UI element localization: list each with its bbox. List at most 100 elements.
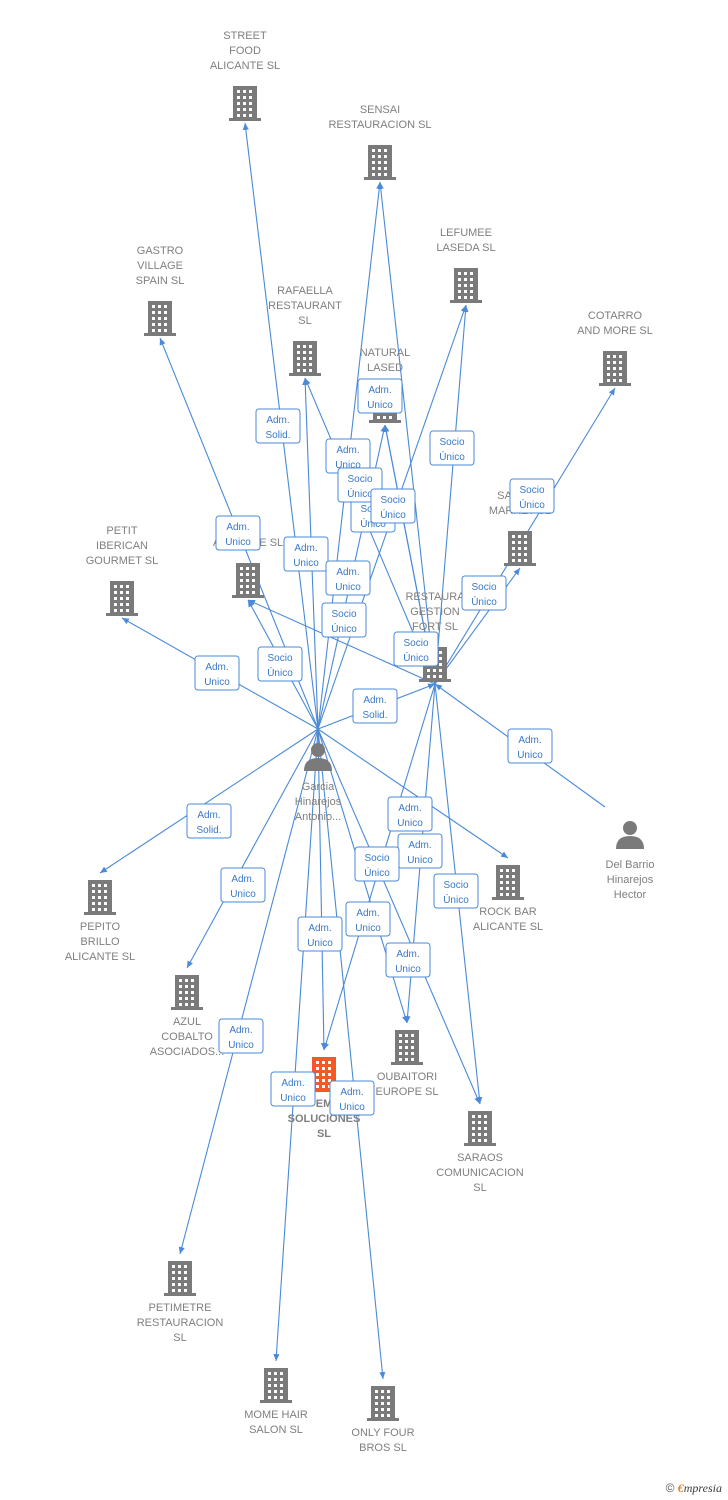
node-label: ALICANTE SL xyxy=(473,921,543,933)
footer-brand[interactable]: © €mpresia xyxy=(666,1481,722,1496)
node-label: GASTRO xyxy=(137,245,184,257)
edge-label[interactable]: Adm.Unico xyxy=(329,1080,375,1116)
edge-label-box[interactable] xyxy=(354,846,400,882)
edge-label-box[interactable] xyxy=(357,378,403,414)
edge-label-box[interactable] xyxy=(270,1071,316,1107)
edge-label-box[interactable] xyxy=(352,688,398,724)
edge-label[interactable]: Adm.Unico xyxy=(345,901,391,937)
edge-label[interactable]: Adm.Unico xyxy=(357,378,403,414)
edge-label-text: Socio xyxy=(439,437,464,448)
edge-label-box[interactable] xyxy=(370,488,416,524)
edge-label[interactable]: Adm.Unico xyxy=(194,655,240,691)
edge-label-box[interactable] xyxy=(321,602,367,638)
edge-label-box[interactable] xyxy=(387,796,433,832)
node-label: IBERICAN xyxy=(96,540,148,552)
node-label: EUROPE SL xyxy=(376,1086,439,1098)
node-label: Hinarejos xyxy=(295,796,342,808)
edge-label[interactable]: Adm.Solid. xyxy=(255,408,301,444)
building-icon xyxy=(464,1111,496,1146)
edge-label-box[interactable] xyxy=(345,901,391,937)
edge-label-box[interactable] xyxy=(255,408,301,444)
edge-label-text: Unico xyxy=(280,1093,306,1104)
node-label: COTARRO xyxy=(588,310,643,322)
node-azul[interactable]: AZULCOBALTOASOCIADOS... xyxy=(150,975,225,1058)
edge-label[interactable]: Adm.Unico xyxy=(220,867,266,903)
node-label: COMUNICACION xyxy=(436,1167,523,1179)
edge-label[interactable]: Adm.Solid. xyxy=(186,803,232,839)
edge-label-text: Adm. xyxy=(340,1087,363,1098)
building-icon xyxy=(171,975,203,1010)
edge-label-text: Adm. xyxy=(336,445,359,456)
edge-label[interactable]: Adm.Unico xyxy=(385,942,431,978)
node-label: SALON SL xyxy=(249,1424,303,1436)
edge-restaura-lefumee xyxy=(434,304,469,685)
edge-label[interactable]: Adm.Unico xyxy=(397,833,443,869)
edge-label-box[interactable] xyxy=(385,942,431,978)
edge-label-box[interactable] xyxy=(218,1018,264,1054)
edge-label-box[interactable] xyxy=(257,646,303,682)
edge-label[interactable]: Adm.Unico xyxy=(325,560,371,596)
edge-label-box[interactable] xyxy=(429,430,475,466)
edge-label-text: Único xyxy=(267,666,293,679)
edge-label-box[interactable] xyxy=(194,655,240,691)
edge-label-box[interactable] xyxy=(507,728,553,764)
node-label: SL xyxy=(173,1332,186,1344)
edge-label[interactable]: Adm.Unico xyxy=(297,916,343,952)
node-garcia[interactable]: GarciaHinarejosAntonio... xyxy=(295,743,342,823)
person-icon xyxy=(304,743,332,771)
edge-label-box[interactable] xyxy=(325,560,371,596)
edge-label-box[interactable] xyxy=(283,536,329,572)
edge-label-box[interactable] xyxy=(297,916,343,952)
edge-label[interactable]: Adm.Unico xyxy=(507,728,553,764)
edge-label[interactable]: Adm.Solid. xyxy=(352,688,398,724)
edge-label-box[interactable] xyxy=(186,803,232,839)
edge-label-box[interactable] xyxy=(509,478,555,514)
edge-label-text: Unico xyxy=(407,855,433,866)
edge-label-box[interactable] xyxy=(329,1080,375,1116)
edge-label[interactable]: Adm.Unico xyxy=(387,796,433,832)
edge-garcia-focus xyxy=(317,728,327,1051)
edge-label[interactable]: Adm.Unico xyxy=(325,438,371,474)
edge-label-box[interactable] xyxy=(215,515,261,551)
edge-label-text: Unico xyxy=(230,889,256,900)
edge-label[interactable]: Adm.Unico xyxy=(215,515,261,551)
building-icon xyxy=(364,145,396,180)
edge-label[interactable]: Adm.Unico xyxy=(218,1018,264,1054)
edge-label[interactable]: Adm.Unico xyxy=(283,536,329,572)
edge-label[interactable]: Adm.Unico xyxy=(270,1071,316,1107)
edge-label-box[interactable] xyxy=(433,873,479,909)
edge-label-box[interactable] xyxy=(393,631,439,667)
edge-label-box[interactable] xyxy=(220,867,266,903)
building-icon xyxy=(308,1057,340,1092)
building-icon xyxy=(232,563,264,598)
edge-label-box[interactable] xyxy=(461,575,507,611)
node-label: AZUL xyxy=(173,1016,201,1028)
building-icon xyxy=(289,341,321,376)
